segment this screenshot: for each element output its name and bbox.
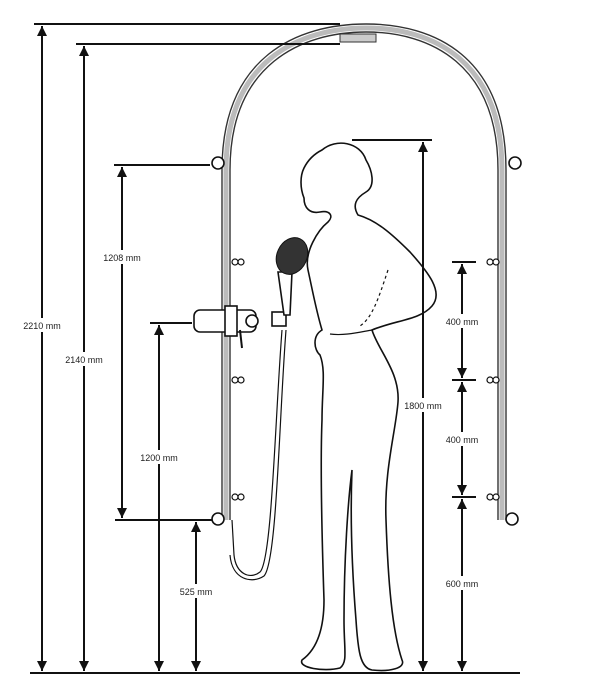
label-head-height: 2140 mm (65, 355, 103, 365)
dimension-lines (34, 23, 476, 671)
label-bracket-spacing: 1208 mm (103, 253, 141, 263)
label-right-lower-height: 600 mm (446, 579, 479, 589)
shower-arch-rail (221, 23, 507, 520)
label-total-height: 2210 mm (23, 321, 61, 331)
label-right-middle-spacing: 400 mm (446, 435, 479, 445)
wall-brackets (211, 156, 522, 526)
label-person-height: 1800 mm (404, 401, 442, 411)
overhead-shower-head (339, 33, 377, 43)
person-silhouette (300, 142, 437, 672)
dimension-labels: 2210 mm 2140 mm 1208 mm 1200 mm 525 mm 1… (18, 250, 486, 598)
mixer-valve (193, 305, 259, 349)
label-right-upper-spacing: 400 mm (446, 317, 479, 327)
label-valve-height: 1200 mm (140, 453, 178, 463)
label-lower-bracket-height: 525 mm (180, 587, 213, 597)
hand-shower (229, 237, 309, 581)
